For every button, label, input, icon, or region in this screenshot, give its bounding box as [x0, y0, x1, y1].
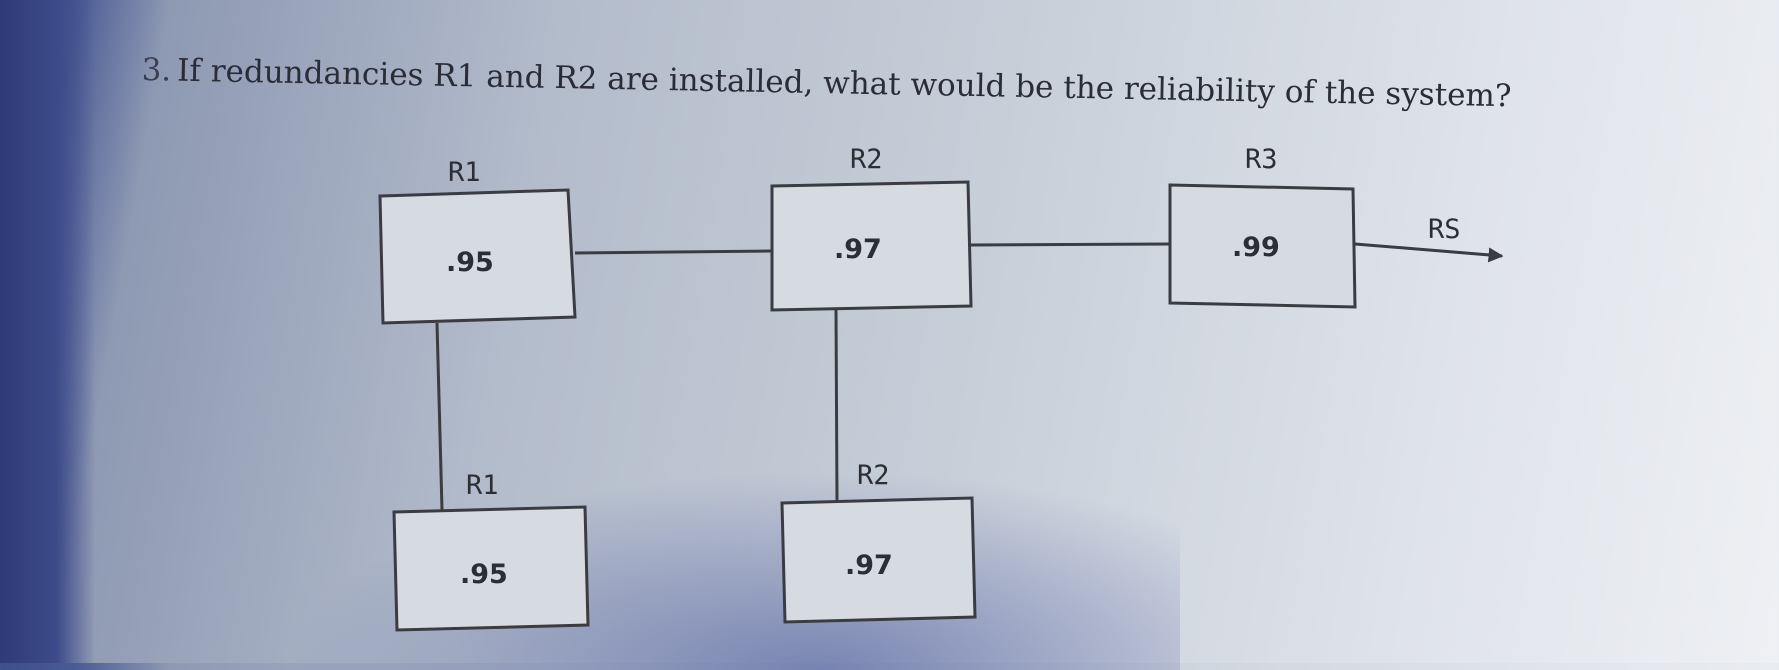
component-r3-main: R3 .99: [1168, 144, 1357, 309]
component-r1-redundant-box: [392, 505, 590, 632]
component-r2-main-value: .97: [834, 234, 882, 265]
component-r2-main: R2 .97: [770, 144, 973, 312]
component-r2-redundant-value: .97: [845, 550, 893, 581]
component-r3-main-label: R3: [1245, 144, 1278, 175]
component-r2-redundant: R2 .97: [780, 460, 977, 624]
component-r2-main-label: R2: [850, 144, 883, 175]
component-r1-main-value: .95: [446, 247, 494, 278]
wire-r2-r3: [970, 242, 1171, 247]
component-r1-redundant: R1 .95: [392, 470, 590, 632]
component-r1-main-label: R1: [448, 157, 481, 188]
page-shadow-left: [0, 0, 95, 663]
wire-r2-redundant: [834, 309, 839, 502]
wire-r1-redundant: [435, 322, 444, 511]
component-r2-redundant-label: R2: [857, 460, 890, 491]
component-r2-main-box: [770, 180, 973, 312]
component-r1-main-box: [378, 188, 577, 325]
component-r1-redundant-value: .95: [460, 559, 508, 590]
component-r2-redundant-box: [780, 496, 977, 624]
component-r3-main-value: .99: [1232, 232, 1280, 263]
component-r3-main-box: [1168, 183, 1357, 309]
component-r1-redundant-label: R1: [466, 470, 499, 501]
wire-r1-r2: [574, 249, 773, 255]
output-arrow: [1354, 242, 1504, 263]
component-r1-main: R1 .95: [378, 157, 577, 325]
output-label: RS: [1428, 214, 1461, 245]
